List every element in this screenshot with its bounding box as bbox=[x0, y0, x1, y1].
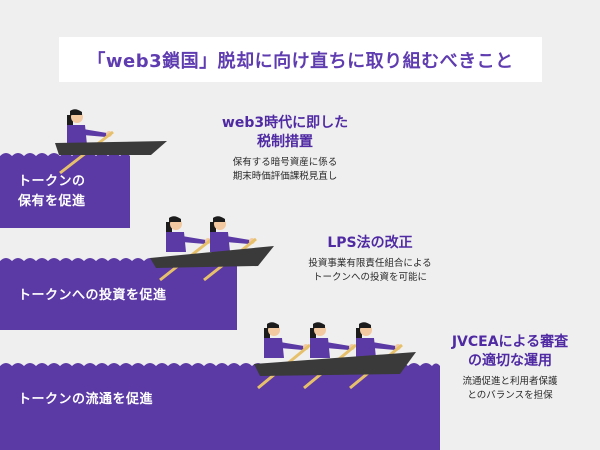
measure-detail: 投資事業有限責任組合による トークンへの投資を可能に bbox=[290, 257, 450, 285]
measure-detail-line: とのバランスを担保 bbox=[467, 390, 553, 401]
measure-heading-line: の適切な運用 bbox=[468, 353, 552, 369]
measure-heading-line: 税制措置 bbox=[257, 134, 313, 150]
band-token-circulation: トークンの流通を促進 bbox=[0, 360, 440, 450]
measure-lps: LPS法の改正 投資事業有限責任組合による トークンへの投資を可能に bbox=[290, 234, 450, 285]
boat-hull bbox=[150, 246, 274, 268]
rower-figure bbox=[264, 322, 309, 358]
rowing-boat-illustration bbox=[55, 109, 167, 175]
measure-heading: LPS法の改正 bbox=[290, 234, 450, 253]
measure-heading: JVCEAによる審査 の適切な運用 bbox=[440, 333, 580, 371]
band-label-line: トークンへの投資を促進 bbox=[18, 288, 167, 303]
band-token-holding: トークンの 保有を促進 bbox=[0, 150, 130, 228]
measure-heading-line: LPS法の改正 bbox=[327, 235, 413, 251]
band-label: トークンへの投資を促進 bbox=[18, 286, 167, 306]
rower-figure bbox=[67, 109, 112, 145]
measure-tax: web3時代に即した 税制措置 保有する暗号資産に係る 期末時価評価課税見直し bbox=[210, 114, 360, 184]
band-label-line: 保有を促進 bbox=[18, 194, 86, 209]
band-label: トークンの流通を促進 bbox=[18, 390, 153, 410]
wave-band-shape bbox=[0, 363, 440, 450]
page-title: 「web3鎖国」脱却に向け直ちに取り組むべきこと bbox=[87, 50, 514, 72]
measure-detail-line: 期末時価評価課税見直し bbox=[232, 171, 338, 182]
rowing-boat-illustration bbox=[254, 322, 416, 390]
band-label-line: トークンの流通を促進 bbox=[18, 392, 154, 407]
band-token-investment: トークンへの投資を促進 bbox=[0, 255, 237, 330]
rower-figure bbox=[356, 322, 401, 358]
measure-heading-line: JVCEAによる審査 bbox=[451, 334, 569, 350]
boat-hull bbox=[55, 141, 167, 155]
band-label: トークンの 保有を促進 bbox=[18, 172, 86, 212]
boat-hull bbox=[254, 352, 416, 376]
measure-detail-line: 投資事業有限責任組合による bbox=[308, 258, 432, 269]
measure-detail-line: 流通促進と利用者保護 bbox=[462, 376, 558, 387]
wave-band-shape bbox=[0, 153, 130, 228]
measure-detail-line: トークンへの投資を可能に bbox=[312, 272, 427, 283]
measure-detail: 保有する暗号資産に係る 期末時価評価課税見直し bbox=[210, 156, 360, 184]
rowing-boat-illustration bbox=[150, 216, 274, 282]
measure-heading: web3時代に即した 税制措置 bbox=[210, 114, 360, 152]
measure-detail: 流通促進と利用者保護 とのバランスを担保 bbox=[440, 375, 580, 403]
measure-heading-line: web3時代に即した bbox=[221, 115, 349, 131]
wave-band-shape bbox=[0, 258, 237, 330]
rower-figure bbox=[310, 322, 355, 358]
title-banner: 「web3鎖国」脱却に向け直ちに取り組むべきこと bbox=[59, 37, 542, 82]
band-label-line: トークンの bbox=[18, 174, 86, 189]
measure-detail-line: 保有する暗号資産に係る bbox=[232, 157, 338, 168]
measure-jvcea: JVCEAによる審査 の適切な運用 流通促進と利用者保護 とのバランスを担保 bbox=[440, 333, 580, 403]
